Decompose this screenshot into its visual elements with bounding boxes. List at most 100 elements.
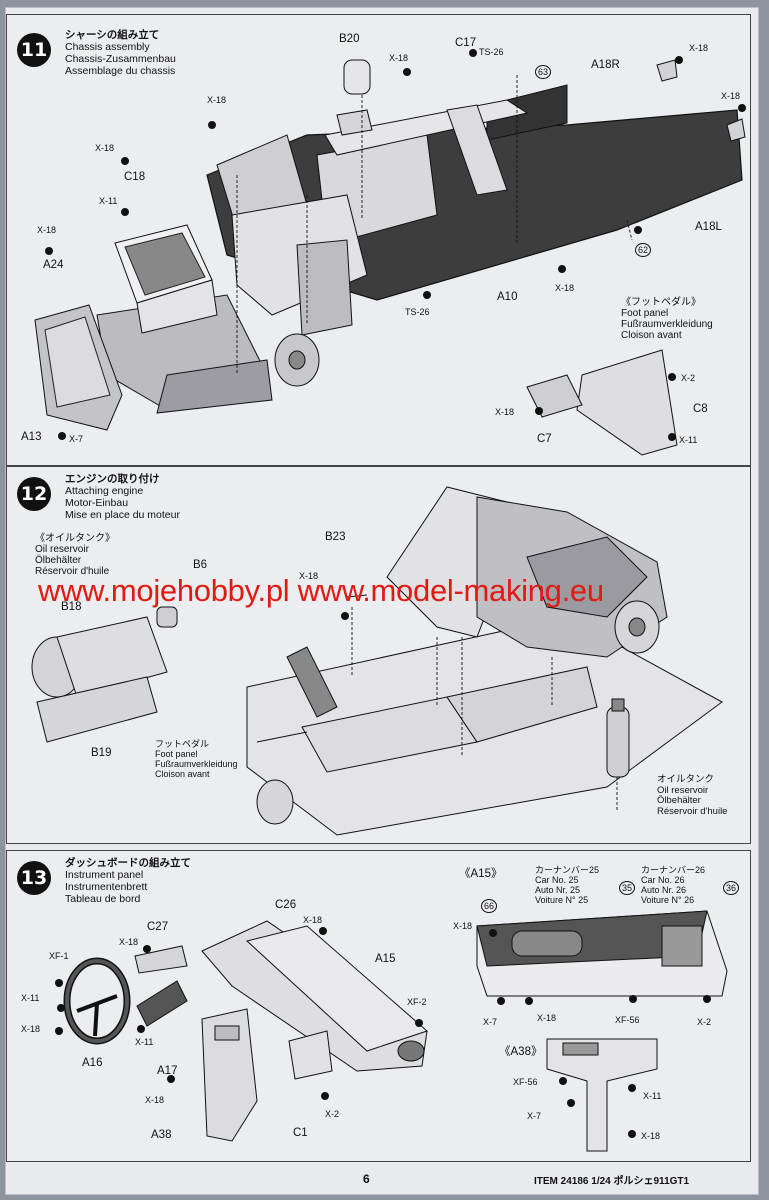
car26-fr: Voiture N° 26 (641, 895, 695, 905)
oil-tank-jp: オイルタンク (657, 774, 715, 785)
part-label: A13 (21, 431, 42, 443)
part-label: B19 (91, 747, 112, 759)
item-code: ITEM 24186 1/24 ポルシェ911GT1 (534, 1176, 690, 1187)
title-jp: シャーシの組み立て (65, 29, 160, 41)
circle-ref: 62 (635, 243, 652, 257)
oil-res-jp: 《オイルタンク》 (35, 533, 115, 544)
oil-tank-en: Oil reservoir (657, 784, 709, 796)
screw-label: TS-26 (405, 307, 430, 317)
page-number: 6 (363, 1172, 370, 1186)
title-fr: Mise en place du moteur (65, 509, 180, 521)
decal-ref: 66 (481, 899, 498, 913)
title-de: Instrumentenbrett (65, 881, 148, 893)
step-12-panel: 12 エンジンの取り付け Attaching engine Motor-Einb… (6, 466, 751, 844)
oil-reservoir-caption: 《オイルタンク》 Oil reservoir Ölbehälter Réserv… (35, 533, 115, 577)
oil-tank-caption: オイルタンク Oil reservoir Ölbehälter Réservoi… (657, 774, 728, 817)
part-label: C18 (124, 171, 146, 183)
part-label: C7 (537, 433, 552, 445)
step-number-badge: 12 (17, 477, 51, 511)
part-label: B20 (339, 33, 360, 45)
part-label: B23 (325, 531, 346, 543)
screw-label: X-7 (483, 1017, 498, 1027)
car26-de: Auto Nr. 26 (641, 885, 687, 895)
step-title: エンジンの取り付け Attaching engine Motor-Einbau … (65, 473, 180, 521)
car25-en: Car No. 25 (535, 875, 579, 885)
screw-label: X-18 (389, 53, 409, 63)
oil-res-fr: Réservoir d'huile (35, 566, 110, 577)
foot-panel-de: Fußraumverkleidung (155, 759, 238, 769)
paint-label: XF-56 (615, 1015, 640, 1025)
title-en: Attaching engine (65, 485, 144, 497)
a15-box-label: 《A15》 (459, 868, 503, 880)
engine-attach-drawing (31, 486, 723, 836)
title-en: Instrument panel (65, 869, 144, 881)
car-number-26-caption: カーナンバー26 Car No. 26 Auto Nr. 26 Voiture … (641, 865, 705, 905)
screw-label: X-2 (325, 1109, 340, 1119)
screw-label: X-11 (99, 196, 118, 206)
screw-label: X-11 (679, 435, 698, 445)
decal-ref: 36 (723, 881, 740, 895)
screw-label: X-18 (537, 1013, 557, 1023)
part-label: C27 (147, 921, 169, 933)
screw-label: X-18 (721, 91, 741, 101)
part-label: C1 (293, 1127, 308, 1139)
screw-label: X-18 (37, 225, 57, 235)
oil-res-de: Ölbehälter (35, 555, 82, 566)
car-number-25-caption: カーナンバー25 Car No. 25 Auto Nr. 25 Voiture … (535, 865, 599, 905)
foot-panel-jp: フットペダル (155, 739, 210, 749)
screw-label: X-7 (69, 434, 84, 444)
car25-de: Auto Nr. 25 (535, 885, 581, 895)
screw-label: X-18 (303, 915, 323, 925)
title-fr: Tableau de bord (65, 893, 141, 905)
car25-jp: カーナンバー25 (535, 865, 600, 875)
foot-panel-caption: 《フットペダル》 Foot panel Fußraumverkleidung C… (621, 297, 713, 341)
part-label: A18R (591, 59, 620, 71)
part-label: A38 (151, 1129, 172, 1141)
oil-tank-fr: Réservoir d'huile (657, 805, 728, 817)
title-jp: エンジンの取り付け (65, 473, 160, 485)
oil-tank-de: Ölbehälter (657, 795, 701, 806)
title-en: Chassis assembly (65, 41, 150, 53)
part-label: A15 (375, 953, 396, 965)
step-number-badge: 11 (17, 33, 51, 67)
screw-label: X-18 (95, 143, 115, 153)
part-label: A18L (695, 221, 722, 233)
foot-panel-fr: Cloison avant (155, 769, 210, 779)
title-fr: Assemblage du chassis (65, 65, 176, 77)
step-11-panel: 11 シャーシの組み立て Chassis assembly Chassis-Zu… (6, 14, 751, 466)
screw-label: X-18 (21, 1024, 41, 1034)
part-label: C17 (455, 37, 477, 49)
step-title: ダッシュボードの組み立て Instrument panel Instrument… (65, 857, 191, 905)
part-label: A17 (157, 1065, 178, 1077)
screw-label: X-7 (527, 1111, 542, 1121)
watermark: www.mojehobby.pl www.model-making.eu (38, 573, 604, 608)
a38-box-label: 《A38》 (499, 1046, 543, 1058)
paint-label: XF-1 (49, 951, 69, 961)
screw-label: X-18 (145, 1095, 165, 1105)
screw-label: X-18 (453, 921, 473, 931)
part-label: C26 (275, 899, 297, 911)
car26-jp: カーナンバー26 (641, 865, 706, 875)
car26-en: Car No. 26 (641, 875, 685, 885)
step-title: シャーシの組み立て Chassis assembly Chassis-Zusam… (65, 29, 176, 77)
chassis-assembly-drawing (34, 49, 746, 456)
part-label: B18 (61, 601, 82, 613)
screw-label: TS-26 (479, 47, 504, 57)
circle-ref: 63 (535, 65, 552, 79)
screw-label: X-18 (555, 283, 575, 293)
part-label: A16 (82, 1057, 103, 1069)
title-de: Chassis-Zusammenbau (65, 53, 176, 65)
paint-label: XF-2 (407, 997, 427, 1007)
part-label: B6 (193, 559, 208, 571)
screw-label: X-11 (643, 1091, 662, 1101)
screw-label: X-2 (697, 1017, 712, 1027)
screw-label: X-18 (689, 43, 709, 53)
step-number-badge: 13 (17, 861, 51, 895)
title-de: Motor-Einbau (65, 497, 129, 509)
part-label: A24 (43, 259, 64, 271)
screw-label: X-11 (21, 993, 40, 1003)
car25-fr: Voiture N° 25 (535, 895, 589, 905)
foot-panel-en: Foot panel (155, 749, 198, 759)
foot-panel-fr: Cloison avant (621, 330, 682, 341)
foot-panel-en: Foot panel (621, 308, 669, 319)
